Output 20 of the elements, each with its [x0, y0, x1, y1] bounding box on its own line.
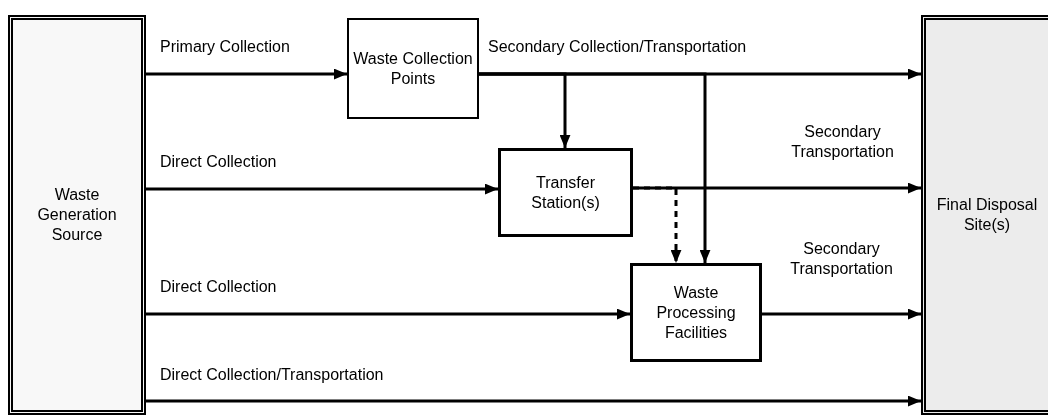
process-box [498, 148, 633, 237]
process-box [630, 263, 762, 362]
process-box [347, 18, 479, 119]
arrow [762, 308, 921, 320]
arrow [146, 395, 921, 407]
edge-label: Secondary Collection/Transportation [488, 37, 747, 57]
edge-label: Primary Collection [160, 37, 290, 57]
arrow [633, 186, 682, 263]
arrow [479, 72, 711, 263]
arrow [146, 308, 630, 320]
node-label: Waste Collection Points [353, 48, 473, 89]
process-box [8, 15, 146, 415]
node-label: Final Disposal Site(s) [935, 195, 1039, 235]
process-box [921, 15, 1048, 415]
arrow [146, 68, 347, 80]
edge-label: Direct Collection/Transportation [160, 365, 384, 385]
node-label: Waste Processing Facilities [655, 282, 737, 343]
node-label: Transfer Station(s) [530, 172, 601, 213]
arrow [146, 183, 498, 195]
node-label: Waste Generation Source [36, 185, 118, 245]
